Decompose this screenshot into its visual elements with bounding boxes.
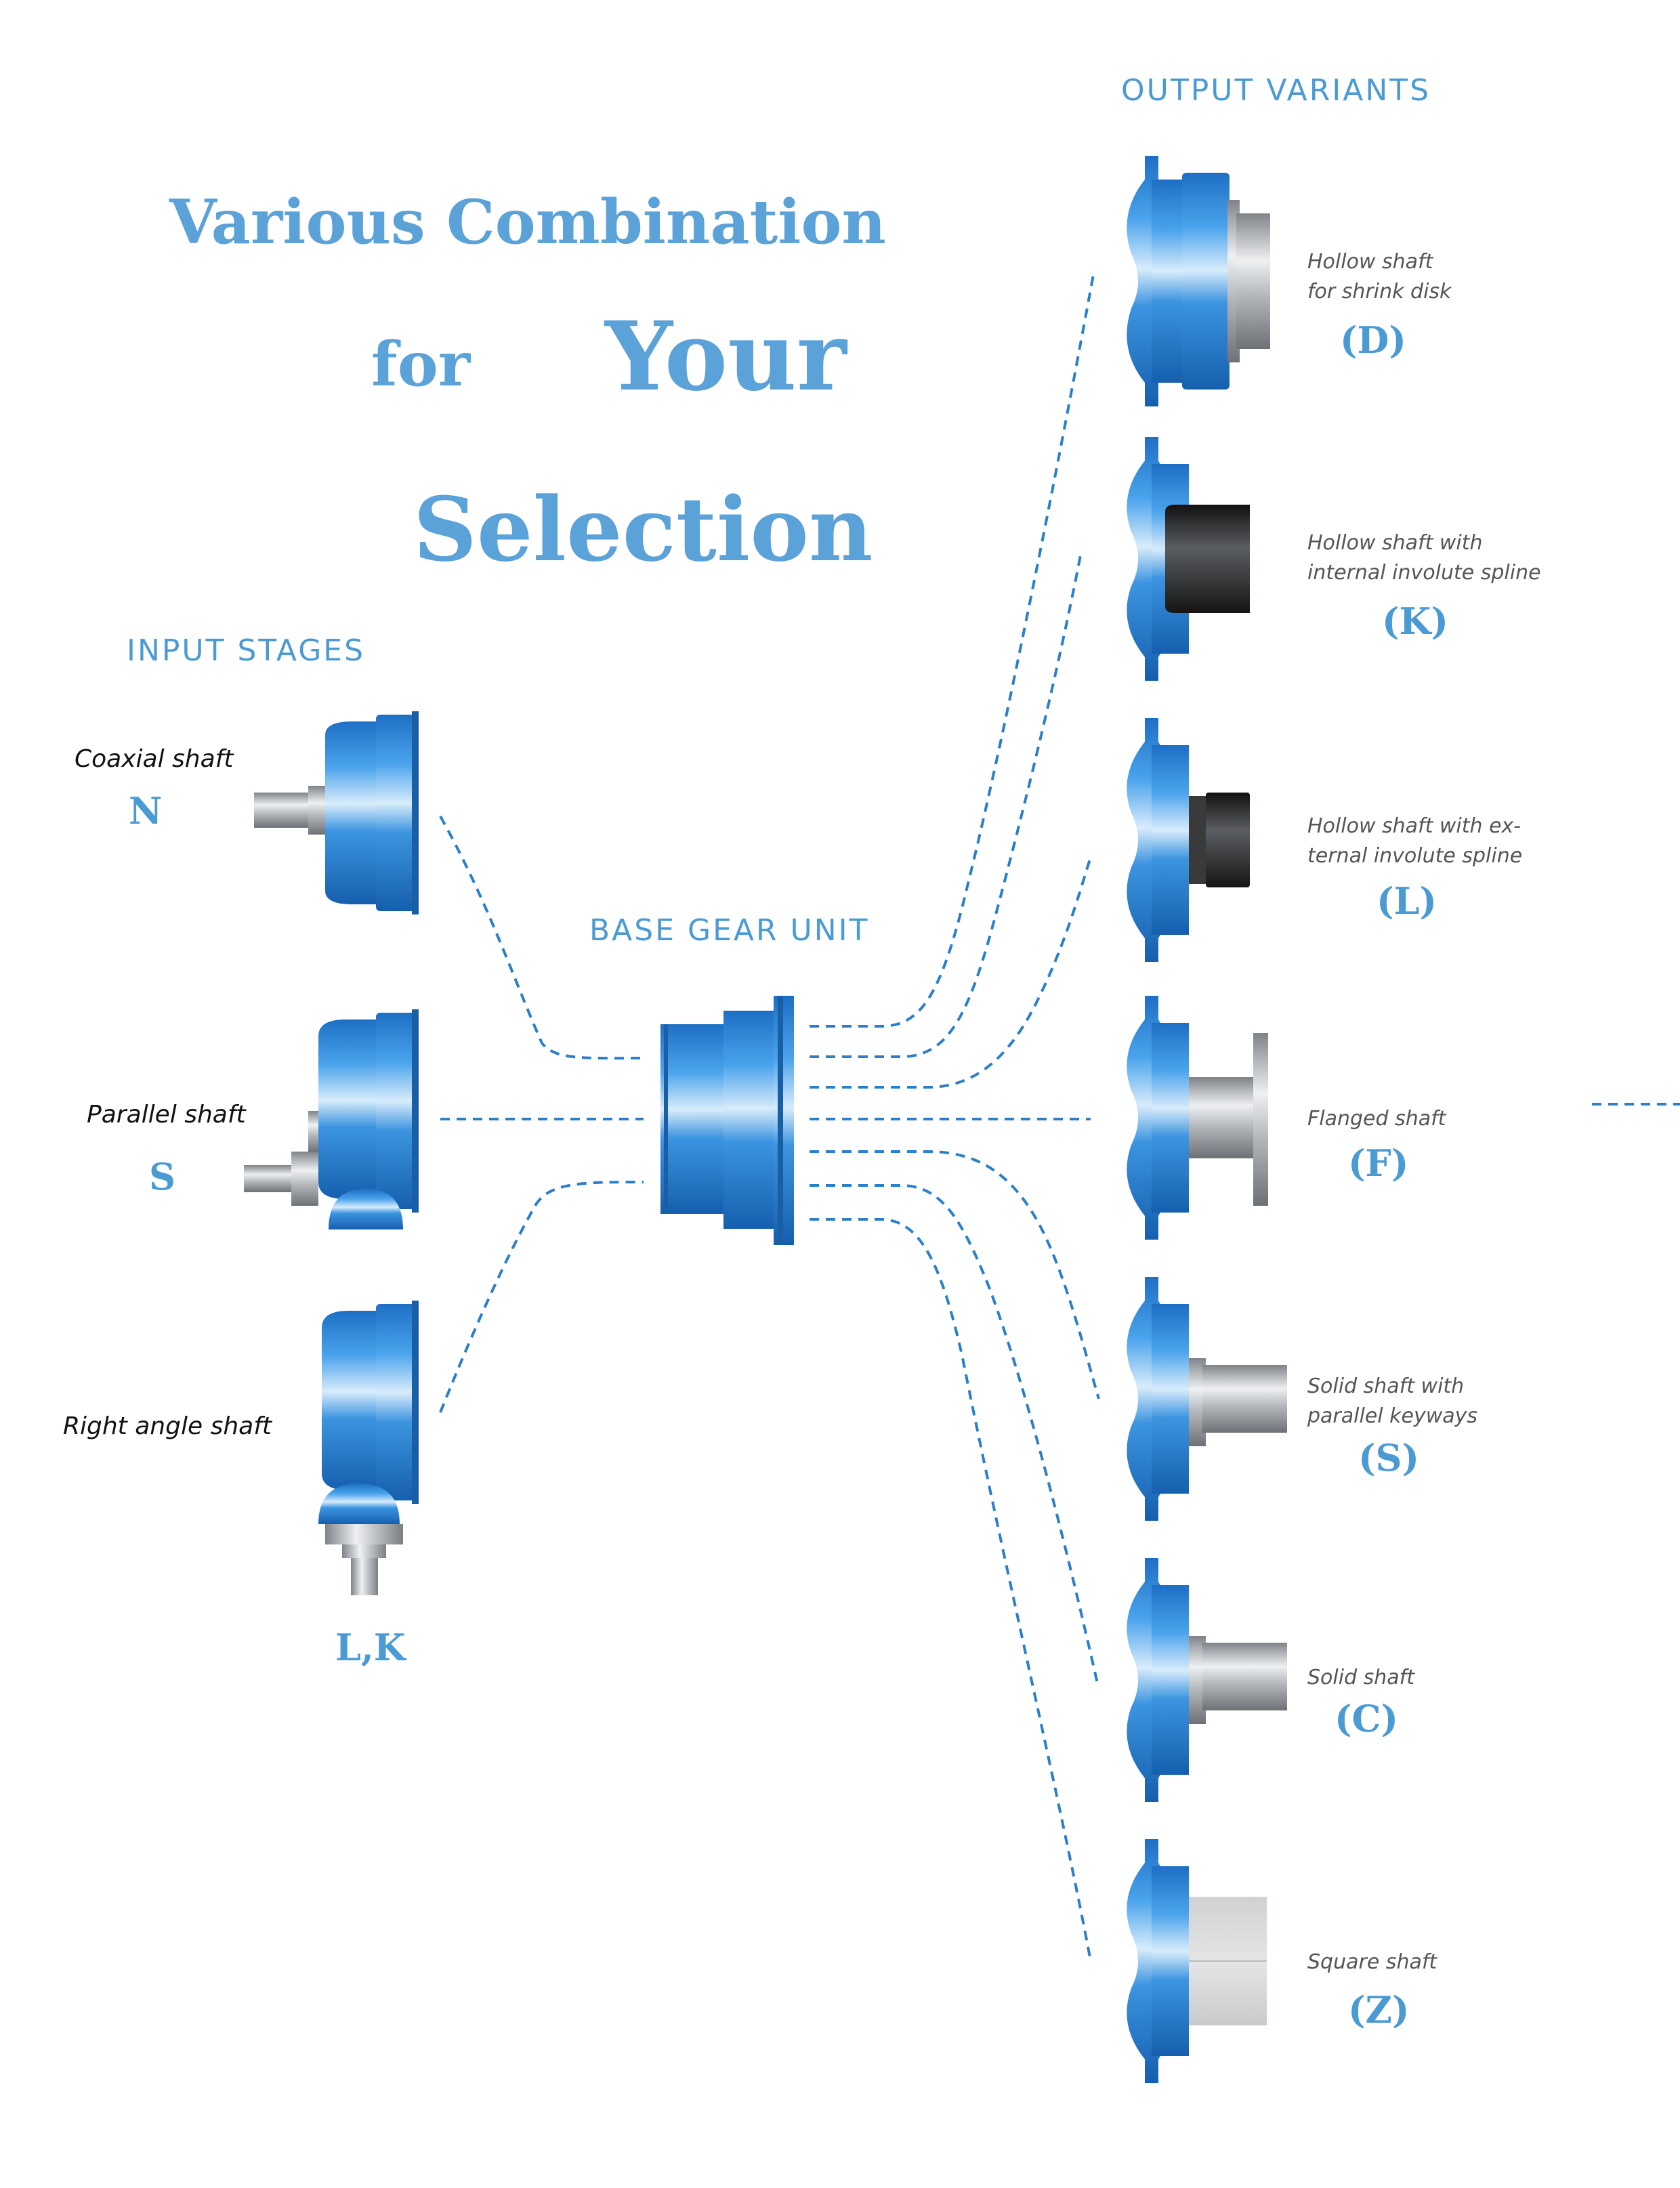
output-S-code: (S): [1358, 1436, 1420, 1479]
output-shaft-solid: [1189, 1636, 1287, 1724]
connector-right-angle: [439, 1181, 644, 1413]
output-shaft-square: [1189, 1897, 1267, 2025]
output-Z-code: (Z): [1348, 1988, 1410, 2032]
output-shaft-external-spline: [1189, 793, 1250, 887]
input-right-angle-gear-illustration: [318, 1301, 419, 1595]
output-K-line1: Hollow shaft with: [1307, 531, 1483, 555]
output-K-line2: internal involute spline: [1307, 561, 1541, 585]
output-shaft-flanged: [1189, 1033, 1268, 1206]
input-coaxial-gear-illustration: [254, 711, 419, 914]
output-K-label: Hollow shaft with internal involute spli…: [1307, 528, 1541, 588]
output-D-line2: for shrink disk: [1307, 280, 1452, 303]
output-D-line1: Hollow shaft: [1307, 250, 1433, 274]
output-body-F: [1127, 996, 1189, 1240]
connector-coaxial: [439, 816, 644, 1060]
connector-output-K: [810, 555, 1082, 1058]
output-K-code: (K): [1382, 599, 1449, 643]
output-L-label: Hollow shaft with ex- ternal involute sp…: [1307, 812, 1522, 871]
output-body-D: [1127, 156, 1230, 406]
output-shaft-internal-spline: [1165, 505, 1250, 613]
output-D-code: (D): [1340, 318, 1406, 362]
output-body-C: [1127, 1558, 1189, 1802]
output-shaft-solid-keyways: [1189, 1358, 1287, 1446]
output-F-code: (F): [1348, 1141, 1409, 1185]
output-L-line1: Hollow shaft with ex-: [1307, 814, 1521, 838]
title-line-1: Various Combination: [169, 186, 886, 258]
base-gear-unit-heading: BASE GEAR UNIT: [589, 913, 870, 948]
output-variants-heading: OUTPUT VARIANTS: [1121, 73, 1431, 108]
output-D-label: Hollow shaft for shrink disk: [1307, 247, 1451, 307]
input-coaxial-code: N: [129, 789, 163, 833]
input-right-angle-code: L,K: [335, 1626, 406, 1669]
output-L-line2: ternal involute spline: [1307, 844, 1523, 868]
output-shaft-hollow-shrink-disk: [1227, 200, 1270, 362]
connector-output-C: [810, 1184, 1099, 1684]
output-F-label: Flanged shaft: [1307, 1107, 1446, 1131]
input-parallel-label: Parallel shaft: [87, 1101, 246, 1129]
output-Z-label: Square shaft: [1307, 1950, 1437, 1974]
output-C-label: Solid shaft: [1307, 1666, 1414, 1689]
title-line-3: Selection: [413, 478, 873, 581]
base-gear-unit-illustration: [660, 996, 794, 1245]
input-parallel-code: S: [149, 1155, 175, 1198]
title-line-2-your: Your: [605, 301, 847, 413]
input-right-angle-label: Right angle shaft: [63, 1412, 272, 1440]
connector-output-Z: [810, 1218, 1092, 1962]
output-S-line1: Solid shaft with: [1307, 1374, 1465, 1398]
output-S-label: Solid shaft with parallel keyways: [1307, 1372, 1477, 1431]
output-body-L: [1127, 718, 1189, 962]
input-parallel-gear-illustration: [244, 1009, 419, 1229]
output-connectors: [810, 270, 1680, 1962]
connector-output-D: [810, 270, 1095, 1028]
input-coaxial-label: Coaxial shaft: [75, 745, 234, 773]
input-connectors: [439, 816, 644, 1413]
output-S-line2: parallel keyways: [1307, 1404, 1478, 1428]
output-body-Z: [1127, 1839, 1189, 2083]
output-C-code: (C): [1335, 1697, 1399, 1740]
connector-output-S: [810, 1150, 1100, 1400]
output-body-S: [1127, 1277, 1189, 1521]
connector-output-L: [810, 856, 1092, 1089]
input-stages-heading: INPUT STAGES: [127, 633, 366, 668]
output-L-code: (L): [1377, 879, 1437, 923]
title-line-2-for: for: [371, 329, 471, 400]
